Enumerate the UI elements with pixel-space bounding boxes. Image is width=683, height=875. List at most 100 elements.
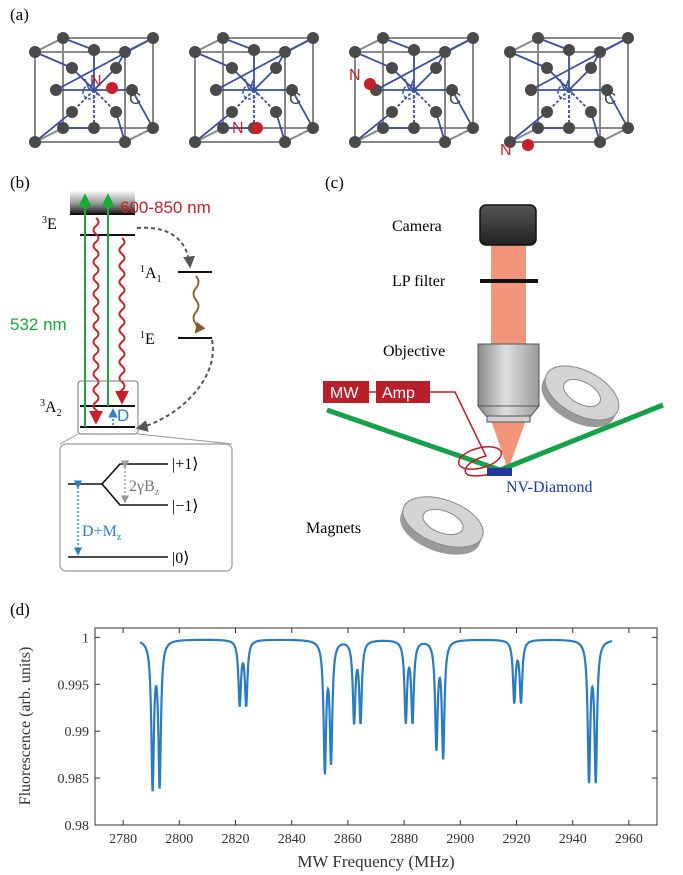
y-tick-label: 0.995 [58, 678, 90, 693]
excitation-wavelength: 532 nm [10, 315, 67, 334]
magnet-upper-right [541, 365, 620, 428]
nitrogen-atom [364, 78, 376, 90]
x-tick-label: 2920 [503, 832, 531, 847]
carbon-atom [349, 46, 361, 58]
nitrogen-label: N [500, 142, 512, 159]
fluorescence-cone [491, 420, 526, 470]
carbon-atom [446, 84, 458, 96]
carbon-atom [50, 84, 62, 96]
carbon-atom [189, 46, 201, 58]
carbon-atom [408, 44, 420, 56]
carbon-atom [57, 122, 69, 134]
ground-zoom-box [77, 380, 139, 435]
nitrogen-label: N [90, 73, 102, 90]
emission-wave-1 [89, 217, 103, 425]
carbon-atom [29, 46, 41, 58]
bond [375, 37, 474, 91]
shift-label: D+Mz [82, 523, 122, 543]
amp-box [376, 381, 430, 403]
bond [509, 51, 548, 69]
nitrogen-label: N [349, 67, 361, 84]
nitrogen-atom [251, 122, 263, 134]
carbon-atom [217, 122, 229, 134]
x-tick-label: 2820 [222, 832, 250, 847]
carbon-atom [307, 122, 319, 134]
amp-label: Amp [382, 385, 415, 402]
y-axis-label: Fluorescence (arb. units) [17, 647, 34, 806]
camera-label: Camera [392, 218, 442, 235]
carbon-atom [541, 106, 553, 118]
x-axis-label: MW Frequency (MHz) [297, 852, 454, 871]
carbon-atom [147, 32, 159, 44]
carbon-atom [467, 122, 479, 134]
bond [354, 111, 393, 143]
carbon-atom [270, 106, 282, 118]
carbon-atom [386, 106, 398, 118]
emission-wave-2 [115, 237, 129, 405]
carbon-atom [189, 136, 201, 148]
carbon-atom [286, 84, 298, 96]
energy-level-diagram: 3E 1A1 1E 3A2 532 nm 600-850 nm D |+1⟩ [10, 190, 233, 572]
carbon-label: C [289, 89, 301, 108]
vacancy-site [557, 84, 573, 100]
ground-state-inset [59, 443, 233, 572]
carbon-atom [585, 106, 597, 118]
nv-diamond [487, 468, 512, 476]
isc-arrow-lower [135, 339, 214, 432]
carbon-atom [279, 46, 291, 58]
mw-loop [457, 446, 503, 470]
panel-label-a: (a) [10, 5, 29, 24]
inset-plus1: |+1⟩ [172, 456, 198, 473]
carbon-atom [110, 106, 122, 118]
level-3A2-label: 3A2 [40, 398, 62, 419]
zoom-line-left [59, 433, 79, 445]
carbon-atom [504, 136, 516, 148]
carbon-atom [88, 122, 100, 134]
carbon-atom [601, 84, 613, 96]
plot-frame [94, 627, 658, 826]
carbon-atom [408, 122, 420, 134]
objective-label: Objective [383, 343, 445, 360]
zoom-line-right [137, 433, 233, 445]
carbon-atom [279, 136, 291, 148]
carbon-atom [226, 62, 238, 74]
mw-box [323, 381, 369, 403]
level-1E-label: 1E [140, 330, 155, 348]
x-tick-label: 2860 [334, 832, 362, 847]
lattice-cube-2: NVC [189, 32, 319, 148]
vacancy-label: V [559, 77, 570, 94]
carbon-atom [594, 46, 606, 58]
y-tick-label: 1 [82, 631, 89, 646]
isc-arrow-upper [136, 226, 196, 269]
vacancy-label: V [244, 77, 255, 94]
x-tick-label: 2840 [278, 832, 306, 847]
x-tick-label: 2900 [446, 832, 474, 847]
carbon-atom [439, 136, 451, 148]
carbon-label: C [449, 89, 461, 108]
carbon-atom [430, 106, 442, 118]
bond [451, 89, 474, 129]
carbon-atom [217, 32, 229, 44]
carbon-atom [119, 46, 131, 58]
lattice-cube-3: NVC [349, 32, 479, 148]
level-1A1-label: 1A1 [140, 264, 162, 285]
bond [194, 111, 233, 143]
objective-body [477, 343, 540, 407]
carbon-atom [126, 84, 138, 96]
zeeman-label: 2γBz [129, 478, 160, 498]
zfs-label: D [117, 406, 129, 425]
carbon-atom [585, 62, 597, 74]
x-tick-label: 2780 [109, 832, 137, 847]
y-tick-label: 0.98 [65, 819, 90, 834]
objective-tip [476, 405, 541, 417]
carbon-atom [622, 122, 634, 134]
y-tick-label: 0.99 [65, 725, 90, 740]
carbon-atom [504, 46, 516, 58]
camera [479, 204, 537, 246]
carbon-atom [532, 122, 544, 134]
fluorescence-beam [491, 244, 526, 344]
carbon-atom [66, 106, 78, 118]
